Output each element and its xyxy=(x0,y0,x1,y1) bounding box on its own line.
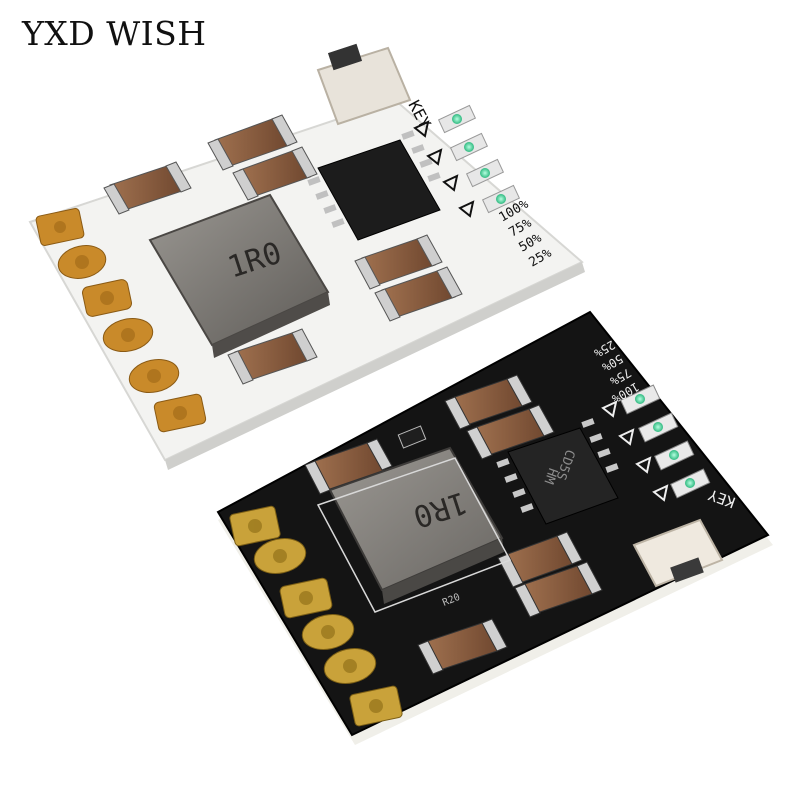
led xyxy=(481,184,521,214)
capacitor xyxy=(514,561,603,618)
capacitor xyxy=(444,374,533,430)
capacitor xyxy=(466,404,555,460)
black-status-leds xyxy=(620,384,711,499)
black-inductor: 1R0 xyxy=(328,446,504,604)
capacitor xyxy=(304,438,393,495)
white-status-leds xyxy=(437,104,521,214)
led xyxy=(449,132,489,162)
led xyxy=(620,384,661,415)
capacitor xyxy=(207,114,298,171)
white-capacitors xyxy=(103,114,463,385)
capacitor xyxy=(103,161,192,215)
capacitor xyxy=(232,146,318,201)
black-silkscreen-outline xyxy=(316,457,512,613)
led xyxy=(437,104,477,134)
capacitor xyxy=(227,328,318,385)
led xyxy=(654,440,695,471)
white-pcb-module: 1R0 xyxy=(28,43,585,470)
black-led-arrows xyxy=(601,400,669,502)
brand-watermark: YXD WISH xyxy=(22,14,207,53)
black-ic-marking-top: HM xyxy=(540,466,560,486)
white-key-switch xyxy=(316,43,412,126)
led xyxy=(638,412,679,443)
white-ic-chip xyxy=(307,130,441,241)
black-ic-chip: HM CD5S xyxy=(496,418,619,525)
white-inductor: 1R0 xyxy=(148,193,330,358)
led xyxy=(670,468,711,499)
capacitor xyxy=(354,234,443,290)
white-board-edge xyxy=(165,262,585,470)
black-key-switch xyxy=(632,518,724,588)
black-resistor xyxy=(397,425,427,449)
led xyxy=(465,158,505,188)
white-led-arrows xyxy=(413,120,475,218)
black-pcb-module: 1R0 HM CD5S xyxy=(216,310,773,745)
capacitor xyxy=(417,618,508,675)
capacitor xyxy=(374,266,463,322)
